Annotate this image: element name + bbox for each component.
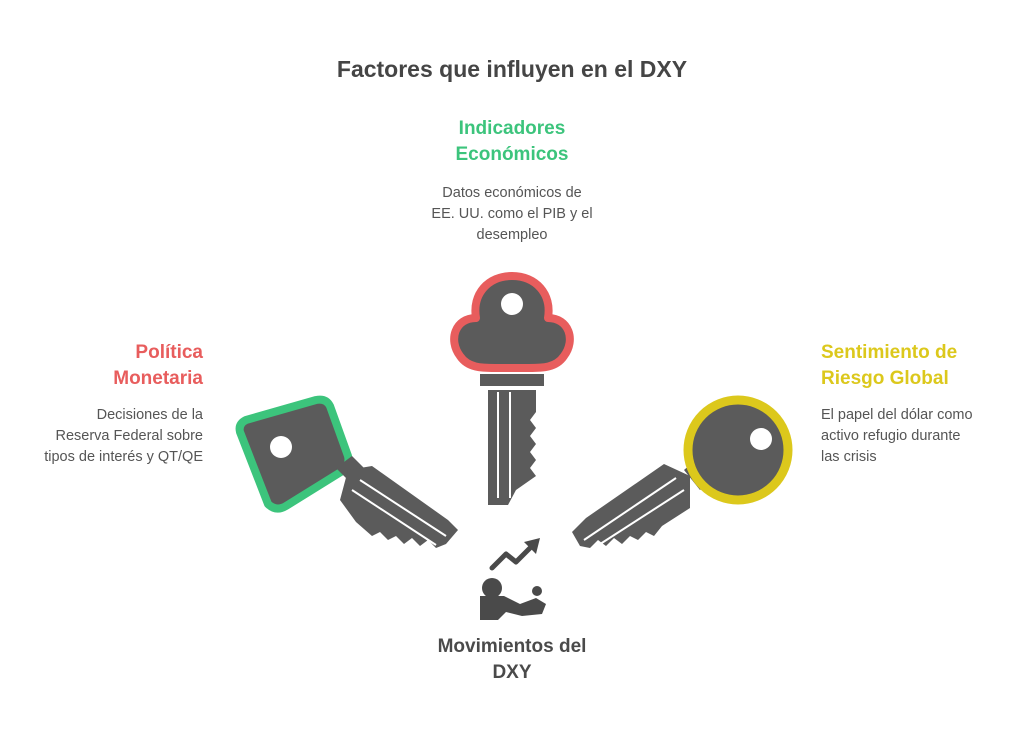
monetary-key-icon [235,395,458,548]
sentiment-title-line-2: Riesgo Global [821,368,949,389]
monetary-factor-title: Política Monetaria [20,340,203,392]
economic-desc-line-2: EE. UU. como el PIB y el [431,206,593,222]
monetary-desc-line-1: Decisiones de la [96,407,203,423]
economic-title-line-2: Económicos [455,144,569,165]
economic-factor-description: Datos económicos de EE. UU. como el PIB … [392,183,632,246]
monetary-factor-description: Decisiones de la Reserva Federal sobre t… [20,405,203,468]
economic-desc-line-3: desempleo [476,227,548,243]
economic-title-line-1: Indicadores [458,118,566,139]
sentiment-factor-description: El papel del dólar como activo refugio d… [821,405,1011,468]
center-title-line-1: Movimientos del [437,636,587,657]
sentiment-key-icon [572,395,793,549]
center-title-line-2: DXY [492,662,532,683]
trend-up-person-icon [480,538,546,620]
center-title: Movimientos del DXY [392,634,632,686]
monetary-title-line-2: Monetaria [113,368,203,389]
sentiment-factor-title: Sentimiento de Riesgo Global [821,340,1011,392]
sentiment-desc-line-3: las crisis [821,449,877,465]
monetary-desc-line-2: Reserva Federal sobre [55,428,204,444]
economic-factor-title: Indicadores Económicos [392,116,632,168]
monetary-desc-line-3: tipos de interés y QT/QE [44,449,203,465]
page-title: Factores que influyen en el DXY [336,56,688,82]
sentiment-desc-line-1: El papel del dólar como [821,407,973,423]
sentiment-desc-line-2: activo refugio durante [821,428,961,444]
economic-desc-line-1: Datos económicos de [442,185,582,201]
monetary-title-line-1: Política [135,342,203,363]
sentiment-title-line-1: Sentimiento de [821,342,958,363]
economic-key-icon [450,272,574,505]
